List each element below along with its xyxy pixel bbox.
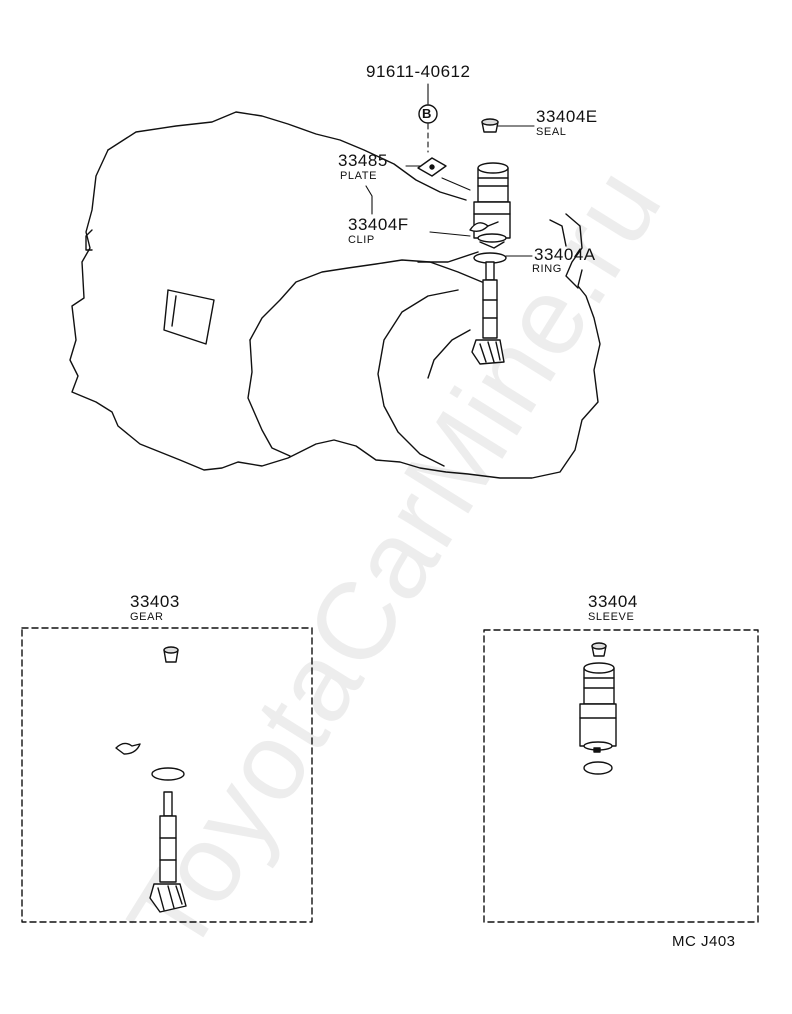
gear-kit-clip xyxy=(115,742,141,755)
plate-part-number: 33485 xyxy=(338,151,388,170)
bolt-part-number: 91611-40612 xyxy=(366,62,471,81)
bolt-marker-letter: B xyxy=(422,106,432,121)
ring-part-number: 33404A xyxy=(534,245,596,264)
diagram-code: MC J403 xyxy=(672,933,736,950)
sleeve-kit-box xyxy=(483,629,759,923)
gear-kit-name: GEAR xyxy=(130,611,164,623)
clip-part xyxy=(469,221,499,233)
gear-kit-seal xyxy=(163,646,179,663)
clip-part-name: CLIP xyxy=(348,234,375,246)
gear-kit-ring xyxy=(151,767,185,781)
clip-part-number: 33404F xyxy=(348,215,409,234)
ring-part-name: RING xyxy=(532,263,562,275)
sleeve-installed xyxy=(473,162,511,249)
gear-installed xyxy=(471,261,505,365)
plate-part-name: PLATE xyxy=(340,170,378,182)
seal-part-number: 33404E xyxy=(536,107,598,126)
sleeve-kit-name: SLEEVE xyxy=(588,611,635,623)
plate-part xyxy=(417,157,447,177)
seal-part-name: SEAL xyxy=(536,126,567,138)
gear-kit-part-number: 33403 xyxy=(130,592,180,611)
gear-kit-shaft xyxy=(149,791,187,913)
seal-part xyxy=(481,118,499,133)
sleeve-kit-seal xyxy=(591,642,607,657)
sleeve-kit-part-number: 33404 xyxy=(588,592,638,611)
leader-lines xyxy=(365,83,535,257)
gear-kit-box xyxy=(21,627,313,923)
sleeve-kit-ring xyxy=(583,761,613,775)
transmission-case xyxy=(69,111,601,479)
sleeve-kit-sleeve xyxy=(579,662,617,753)
bolt-marker xyxy=(418,104,438,124)
